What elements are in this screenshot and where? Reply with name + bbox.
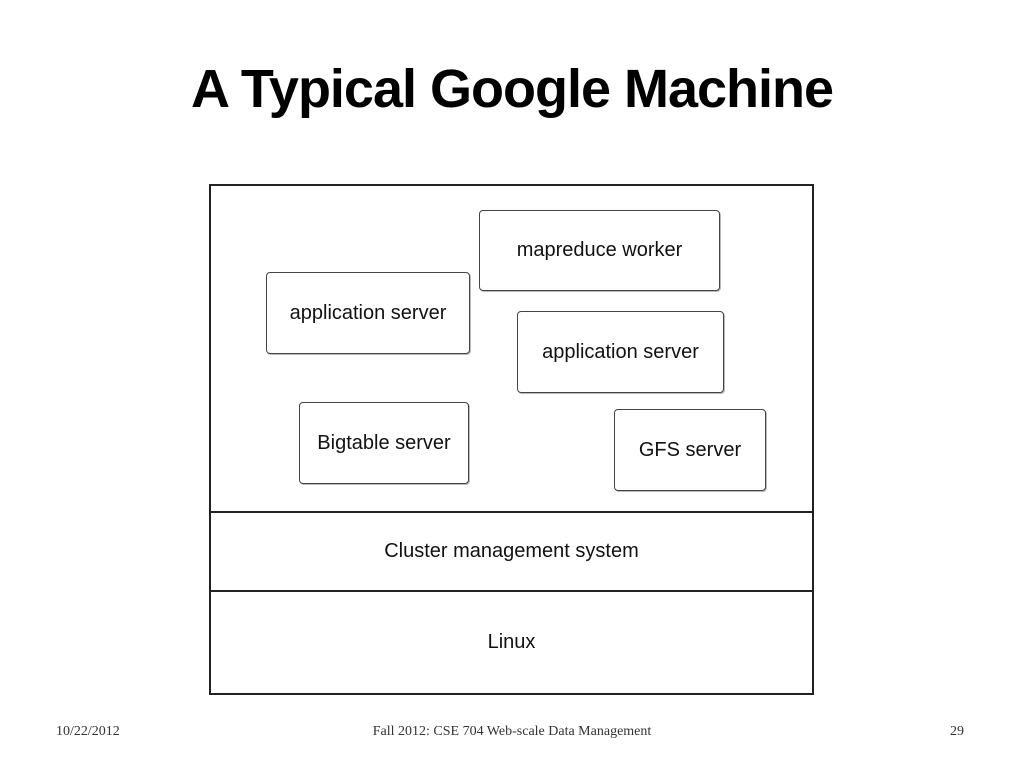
- cluster-management-layer: Cluster management system: [211, 511, 812, 590]
- application-server-box-right: application server: [517, 311, 724, 393]
- linux-layer: Linux: [211, 590, 812, 693]
- cluster-management-label: Cluster management system: [384, 540, 639, 562]
- footer-date: 10/22/2012: [56, 724, 120, 739]
- slide-title: A Typical Google Machine: [190, 59, 834, 119]
- gfs-server-box: GFS server: [614, 409, 766, 491]
- machine-stack-diagram: mapreduce worker application server appl…: [209, 184, 814, 695]
- application-server-box-left: application server: [266, 272, 470, 354]
- linux-label: Linux: [487, 631, 536, 653]
- footer-page-number: 29: [950, 724, 964, 739]
- mapreduce-worker-box: mapreduce worker: [479, 210, 720, 291]
- bigtable-server-box: Bigtable server: [299, 402, 469, 484]
- footer-course: Fall 2012: CSE 704 Web-scale Data Manage…: [372, 724, 652, 739]
